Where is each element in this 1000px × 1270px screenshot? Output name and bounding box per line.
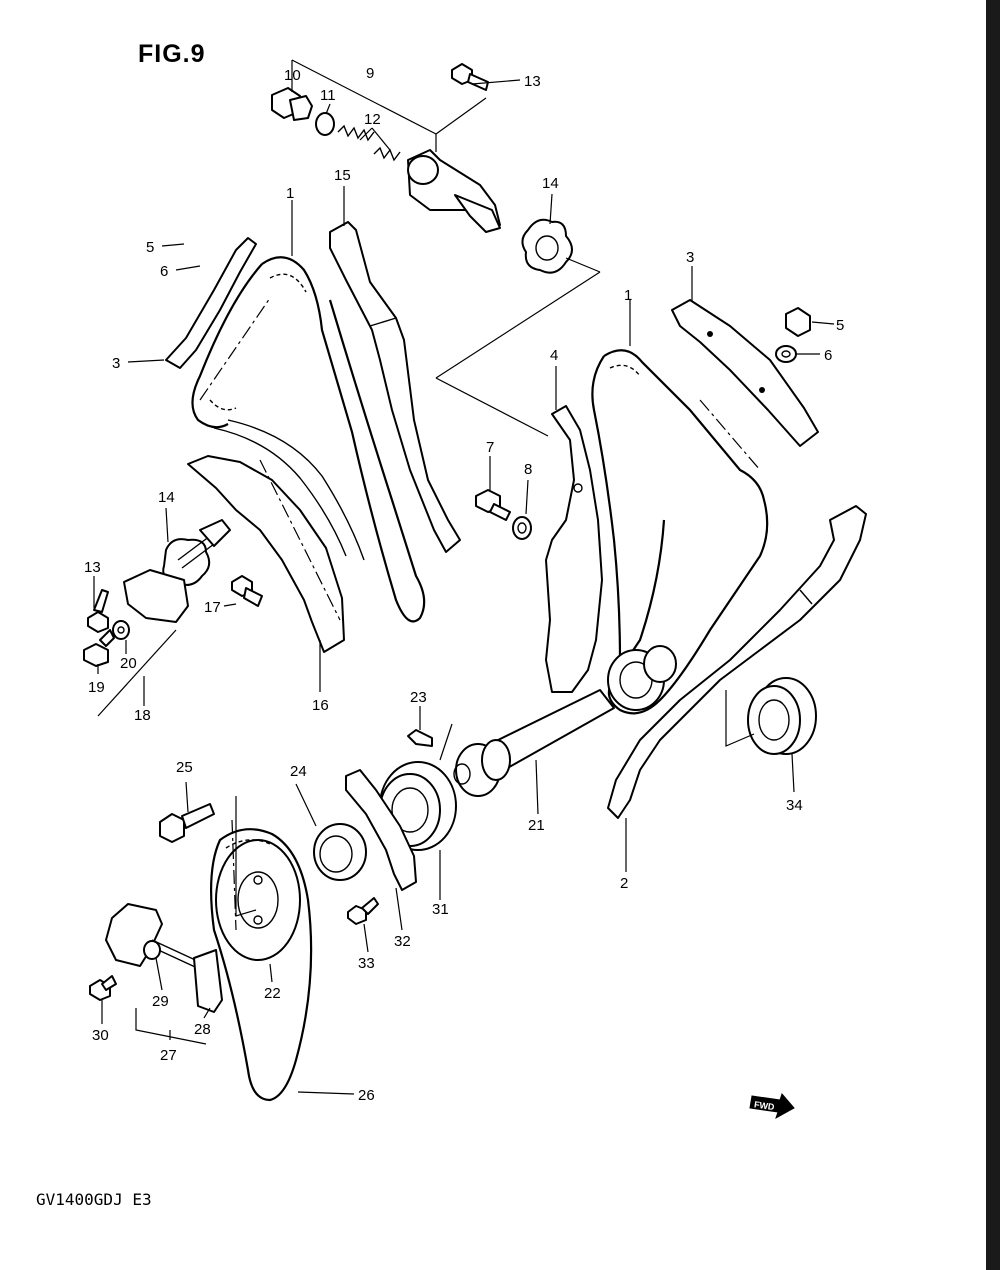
part-13-bolt-left [87, 589, 109, 633]
part-2-chain-guide-long [607, 505, 867, 819]
callout-5: 5 [146, 239, 154, 256]
callout-5: 5 [836, 317, 844, 334]
centerline-a [199, 297, 271, 401]
part-6-washer-right [775, 345, 797, 363]
part-1-cam-chain-right [591, 349, 769, 715]
part-22-sprocket [215, 839, 301, 961]
callout-29: 29 [152, 993, 169, 1010]
part-24-collar [313, 823, 367, 881]
callout-25: 25 [176, 759, 193, 776]
callout-14: 14 [542, 175, 559, 192]
part-20-washer [112, 620, 130, 640]
part-14-gasket-top [521, 218, 573, 274]
callout-30: 30 [92, 1027, 109, 1044]
part-1-cam-chain-left [191, 256, 426, 623]
part-21-shaft [453, 689, 615, 797]
part-9-tensioner-body [407, 149, 501, 233]
part-15-chain-guide [329, 221, 461, 553]
callout-26: 26 [358, 1087, 375, 1104]
part-7-bolt [475, 489, 511, 521]
callout-labels: 10 9 13 11 12 15 1 14 5 6 3 3 1 5 6 4 7 … [84, 65, 844, 1104]
part-25-bolt [159, 803, 215, 843]
part-12-springs [337, 124, 401, 162]
callout-11: 11 [320, 87, 336, 104]
callout-1: 1 [286, 185, 294, 202]
part-29-spring [143, 940, 161, 960]
callout-28: 28 [194, 1021, 211, 1038]
part-23-pin [407, 729, 433, 747]
part-16-tensioner-arm [187, 455, 345, 653]
callout-22: 22 [264, 985, 281, 1002]
part-3-guide-left [165, 237, 257, 369]
callout-32: 32 [394, 933, 411, 950]
callout-3: 3 [112, 355, 120, 372]
part-34-bearing [747, 677, 817, 755]
callout-31: 31 [432, 901, 449, 918]
callout-24: 24 [290, 763, 307, 780]
callout-27: 27 [160, 1047, 177, 1064]
part-10-cap-bolt [271, 87, 313, 121]
callout-6: 6 [824, 347, 832, 364]
part-19-bolt [83, 629, 115, 667]
callout-20: 20 [120, 655, 137, 672]
callout-6: 6 [160, 263, 168, 280]
part-8-washer [512, 516, 532, 540]
part-27-tensioner-lower [105, 903, 207, 973]
part-28-pad [193, 949, 223, 1013]
part-11-gasket [315, 112, 335, 136]
callout-7: 7 [486, 439, 494, 456]
callout-3: 3 [686, 249, 694, 266]
fwd-arrow-icon: FWD [749, 1093, 795, 1120]
callout-8: 8 [524, 461, 532, 478]
leader-lines [93, 59, 835, 1095]
scan-edge [986, 0, 1000, 1270]
callout-33: 33 [358, 955, 375, 972]
callout-4: 4 [550, 347, 558, 364]
callout-12: 12 [364, 111, 381, 128]
callout-21: 21 [528, 817, 545, 834]
centerline-c [699, 399, 761, 471]
callout-16: 16 [312, 697, 329, 714]
callout-13: 13 [84, 559, 101, 576]
callout-13: 13 [524, 73, 541, 90]
cam-sprocket-right [607, 645, 677, 711]
part-18-tensioner-left [123, 519, 231, 623]
model-code: GV1400GDJ E3 [36, 1190, 152, 1209]
part-13-bolt-top [451, 63, 489, 91]
callout-23: 23 [410, 689, 427, 706]
callout-10: 10 [284, 67, 301, 84]
callout-18: 18 [134, 707, 151, 724]
callout-15: 15 [334, 167, 351, 184]
callout-17: 17 [204, 599, 221, 616]
part-30-bolt [89, 975, 117, 1001]
callout-34: 34 [786, 797, 803, 814]
part-5-bolt-right [785, 307, 811, 337]
part-17-bolt [231, 575, 263, 607]
part-4-chain-guide [545, 405, 603, 693]
callout-14: 14 [158, 489, 175, 506]
callout-1: 1 [624, 287, 632, 304]
callout-19: 19 [88, 679, 105, 696]
callout-2: 2 [620, 875, 628, 892]
part-26-chain-lower [210, 828, 313, 1102]
figure-title: FIG.9 [138, 40, 206, 68]
part-32-retainer [345, 769, 417, 891]
fwd-label: FWD [753, 1099, 775, 1112]
callout-9: 9 [366, 65, 374, 82]
centerline-d [231, 819, 237, 931]
centerline-b [259, 459, 341, 621]
part-33-screw [347, 897, 379, 925]
